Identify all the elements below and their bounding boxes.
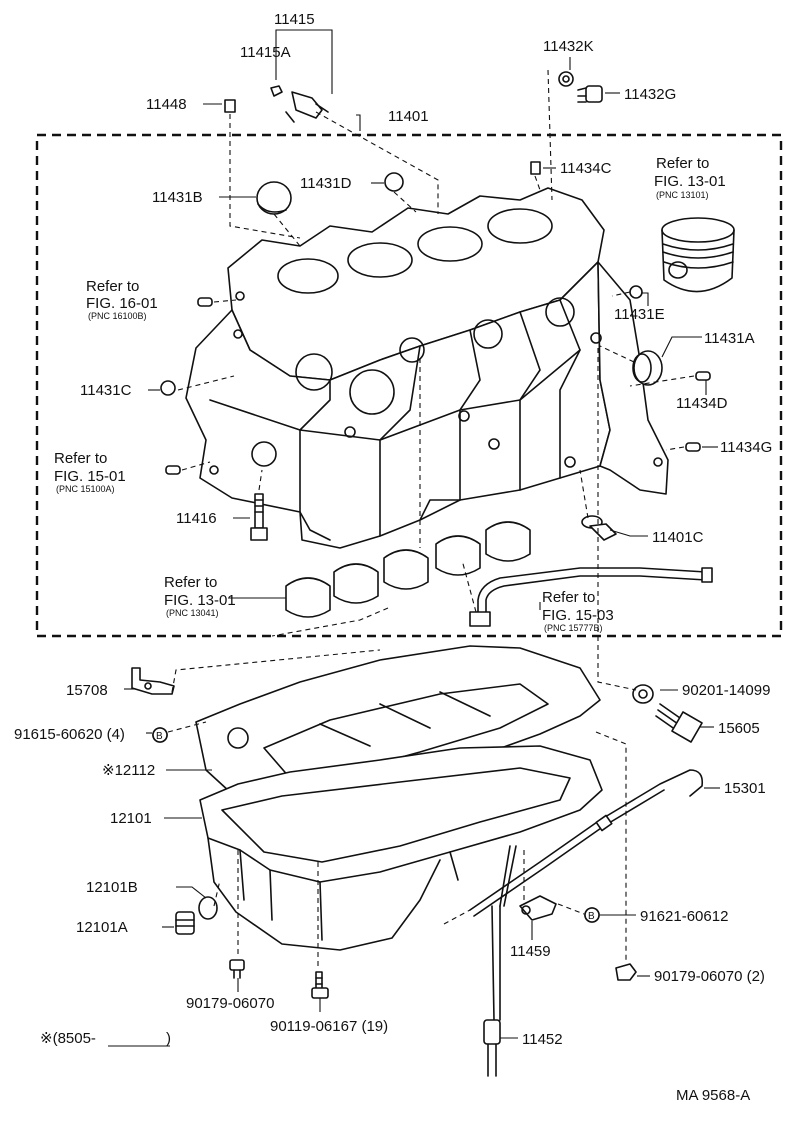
label-12101: 12101 xyxy=(110,810,152,827)
label-11431e: 11431E xyxy=(614,306,665,323)
drain-plug-15605 xyxy=(655,703,703,743)
cylinder-block-drawing xyxy=(185,187,669,549)
label-11448: 11448 xyxy=(146,96,187,113)
label-11431c: 11431C xyxy=(80,382,132,399)
refer-note-fig-13-01-bearing: Refer to FIG. 13-01 (PNC 13041) xyxy=(164,574,236,618)
ref-pnc: (PNC 13101) xyxy=(656,190,709,200)
label-90201: 90201-14099 xyxy=(682,682,770,699)
bolt-mark-2: B xyxy=(588,911,595,922)
pin-11448 xyxy=(224,99,236,113)
label-91621: 91621-60612 xyxy=(640,908,728,925)
ref-line1: Refer to xyxy=(656,155,709,172)
plug-11431c xyxy=(160,380,176,396)
label-15605: 15605 xyxy=(718,720,760,737)
pin-11434c xyxy=(530,161,541,175)
plug-11431b xyxy=(256,181,292,215)
piston-drawing xyxy=(661,217,735,293)
bolt-90119 xyxy=(311,971,329,999)
refer-note-fig-13-01-piston: Refer to FIG. 13-01 (PNC 13101) xyxy=(654,155,726,200)
pin-15-01 xyxy=(165,465,181,475)
label-90179-right: 90179-06070 (2) xyxy=(654,968,765,985)
oil-strainer-pipe xyxy=(469,567,713,627)
footnote-close: ) xyxy=(166,1030,171,1047)
label-11431b: 11431B xyxy=(152,189,203,206)
gasket-11432k xyxy=(558,71,574,87)
crank-bearings xyxy=(285,521,531,618)
footnote-date-range: ※(8505- xyxy=(40,1030,96,1047)
bolt-11416 xyxy=(250,493,268,541)
ref-line1: Refer to xyxy=(54,450,107,467)
plug-12101a xyxy=(175,911,195,935)
label-11432g: 11432G xyxy=(624,86,676,103)
refer-note-fig-15-03: Refer to FIG. 15-03 (PNC 15777B) xyxy=(542,589,614,633)
label-11434c: 11434C xyxy=(560,160,612,177)
dipstick-guide-15301 xyxy=(469,769,704,917)
label-11415: 11415 xyxy=(274,11,315,28)
pin-11434d xyxy=(695,371,711,381)
label-11416: 11416 xyxy=(176,510,217,527)
bracket-15708 xyxy=(131,667,175,695)
label-11432k: 11432K xyxy=(543,38,594,55)
ref-line1: Refer to xyxy=(164,574,217,591)
nut-90179-right xyxy=(615,963,637,981)
plug-11431d xyxy=(384,172,404,192)
label-15301: 15301 xyxy=(724,780,766,797)
label-15708: 15708 xyxy=(66,682,108,699)
pin-11434g xyxy=(685,442,701,452)
washer-11415a xyxy=(270,85,283,97)
ref-line2: FIG. 13-01 xyxy=(654,173,726,190)
label-11431d: 11431D xyxy=(300,175,352,192)
gasket-12101b xyxy=(198,896,218,920)
oil-jet-11401c xyxy=(581,515,617,541)
label-11434d: 11434D xyxy=(676,395,728,412)
refer-note-fig-15-01: Refer to FIG. 15-01 (PNC 15100A) xyxy=(54,450,126,494)
label-91615: 91615-60620 (4) xyxy=(14,726,125,743)
ref-pnc: (PNC 15100A) xyxy=(56,484,115,494)
block-group-frame xyxy=(35,133,783,638)
label-90179-left: 90179-06070 xyxy=(186,995,274,1012)
ref-pnc: (PNC 13041) xyxy=(166,608,219,618)
washer-90201 xyxy=(632,684,654,704)
ref-line2: FIG. 16-01 xyxy=(86,295,158,312)
ref-pnc: (PNC 15777B) xyxy=(544,623,603,633)
ref-line1: Refer to xyxy=(542,589,595,606)
leader-lines xyxy=(124,29,720,1039)
ref-line1: Refer to xyxy=(86,278,139,295)
ref-line2: FIG. 13-01 xyxy=(164,592,236,609)
plug-11431a xyxy=(632,350,663,386)
nut-90179-left xyxy=(229,959,245,979)
label-12101a: 12101A xyxy=(76,919,128,936)
label-11452: 11452 xyxy=(522,1031,563,1048)
ref-line2: FIG. 15-01 xyxy=(54,468,126,485)
part-labels: 11415 11415A 11448 11401 11432K 11432G 1… xyxy=(14,11,772,1048)
clip-11459 xyxy=(519,895,557,921)
label-11431a: 11431A xyxy=(704,330,755,347)
bolt-markers: B B xyxy=(152,727,600,923)
plug-11431e xyxy=(629,285,643,299)
label-11459: 11459 xyxy=(510,943,551,960)
label-12112: ※12112 xyxy=(102,762,155,779)
diagram-code: MA 9568-A xyxy=(676,1087,750,1104)
ref-pnc: (PNC 16100B) xyxy=(88,311,147,321)
ref-line2: FIG. 15-03 xyxy=(542,607,614,624)
bolt-mark-1: B xyxy=(156,731,163,742)
assembly-lines xyxy=(167,69,695,968)
dipstick-11452 xyxy=(483,845,517,1077)
label-11415a: 11415A xyxy=(240,44,291,61)
pin-16-01 xyxy=(197,297,213,307)
knock-sensor-11415 xyxy=(285,91,329,123)
label-11401c: 11401C xyxy=(652,529,704,546)
label-90119: 90119-06167 (19) xyxy=(270,1018,388,1035)
label-11401: 11401 xyxy=(388,108,429,125)
label-12101b: 12101B xyxy=(86,879,138,896)
oil-pan-12101 xyxy=(199,745,603,951)
refer-note-fig-16-01: Refer to FIG. 16-01 (PNC 16100B) xyxy=(86,278,158,321)
label-11434g: 11434G xyxy=(720,439,772,456)
plug-11432g xyxy=(577,85,603,103)
